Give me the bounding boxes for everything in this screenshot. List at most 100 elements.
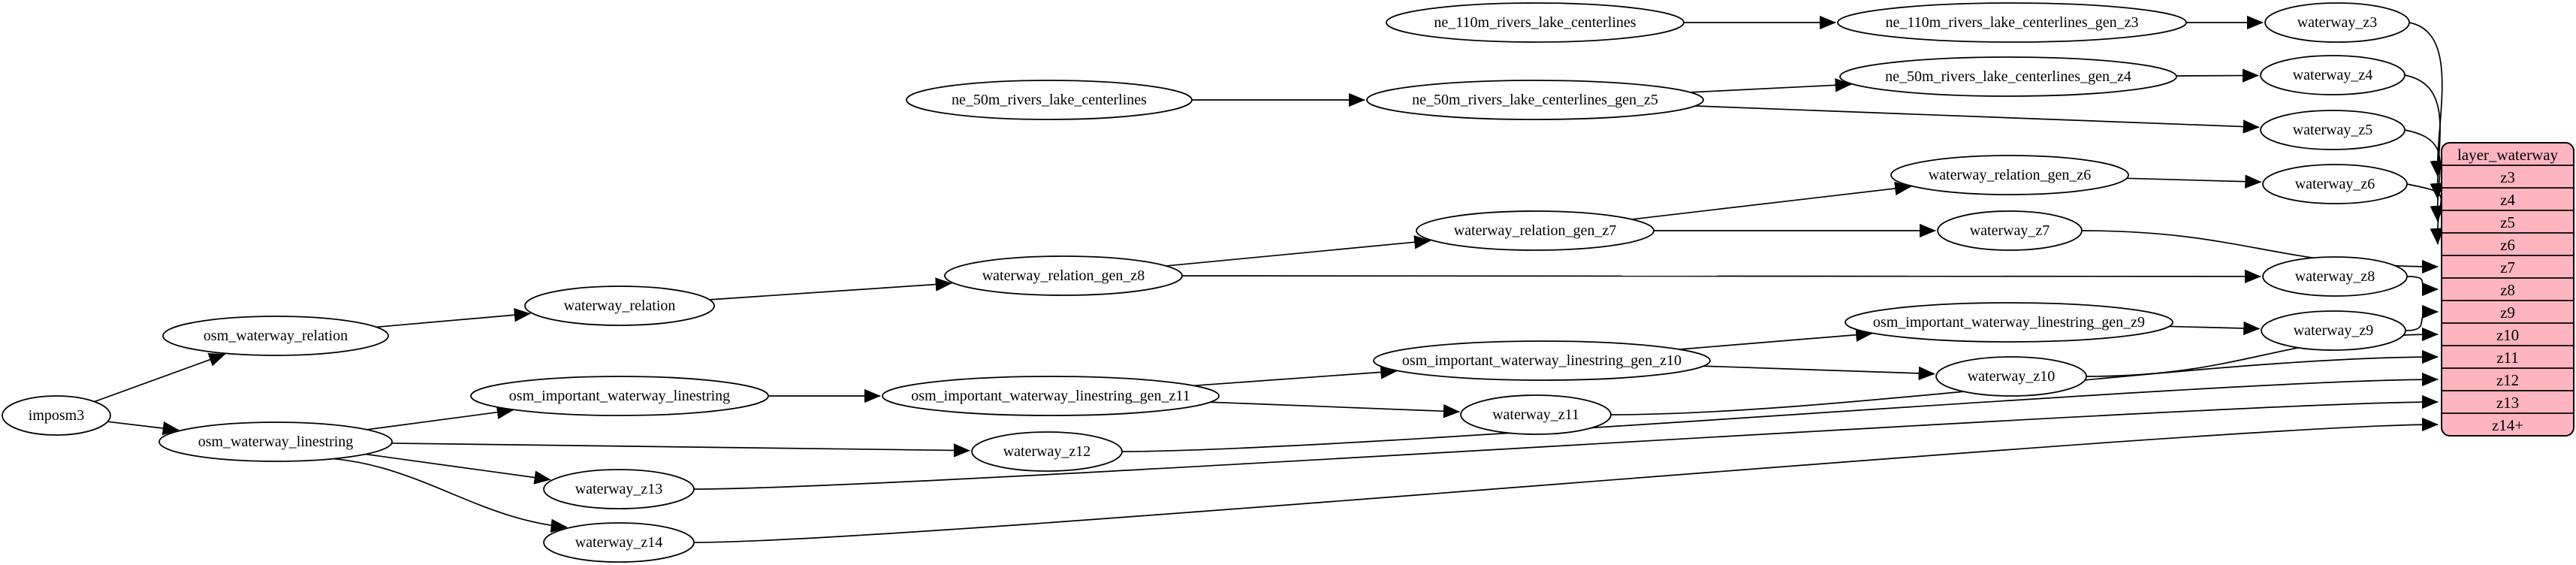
node-ellipse-waterway-z5 — [2260, 110, 2406, 150]
node-waterway-z13: waterway_z13 — [543, 469, 695, 509]
node-label-ne-110m-rivers-lake-centerlines-gen-z3: ne_110m_rivers_lake_centerlines_gen_z3 — [1886, 14, 2139, 31]
table-row-z9: z9 — [2500, 304, 2515, 322]
table-row-z6: z6 — [2500, 236, 2515, 254]
node-ellipse-waterway-z13 — [543, 469, 695, 509]
node-label-ne-50m-rivers-lake-centerlines-gen-z4: ne_50m_rivers_lake_centerlines_gen_z4 — [1885, 68, 2131, 85]
node-label-waterway-z5: waterway_z5 — [2293, 122, 2373, 138]
node-waterway-z7: waterway_z7 — [1937, 210, 2083, 251]
node-label-waterway-relation-gen-z7: waterway_relation_gen_z7 — [1454, 222, 1617, 239]
edge-waterway-z4-to-row-z4 — [2404, 74, 2444, 200]
node-ellipse-osm-important-waterway-linestring-gen-z11 — [882, 376, 1220, 416]
node-ellipse-waterway-z12 — [971, 431, 1123, 472]
nodes-layer: imposm3osm_waterway_relationosm_waterway… — [2, 2, 2410, 563]
node-label-ne-50m-rivers-lake-centerlines: ne_50m_rivers_lake_centerlines — [952, 92, 1147, 108]
edge-waterway-relation-gen-z6-to-waterway-z6 — [2126, 174, 2262, 189]
edge-waterway-relation-gen-z8-to-waterway-relation-gen-z7 — [1166, 235, 1431, 267]
node-waterway-z12: waterway_z12 — [971, 431, 1123, 472]
edge-osm-waterway-linestring-to-waterway-z14 — [333, 458, 568, 533]
edge-waterway-z8-to-row-z8 — [2406, 276, 2439, 297]
node-waterway-relation-gen-z7: waterway_relation_gen_z7 — [1416, 210, 1654, 251]
node-ellipse-ne-50m-rivers-lake-centerlines-gen-z4 — [1839, 56, 2177, 97]
node-label-waterway-z14: waterway_z14 — [575, 534, 663, 551]
edge-osm-important-waterway-linestring-gen-z11-to-waterway-z11 — [1210, 401, 1461, 418]
table-row-z8: z8 — [2500, 281, 2515, 299]
node-ellipse-waterway-z9 — [2261, 310, 2406, 351]
node-ellipse-waterway-z7 — [1937, 210, 2083, 251]
node-ellipse-osm-waterway-linestring — [158, 421, 393, 462]
node-ellipse-ne-50m-rivers-lake-centerlines — [906, 80, 1193, 120]
edge-osm-important-waterway-linestring-gen-z9-to-waterway-z9 — [2169, 321, 2261, 336]
node-osm-important-waterway-linestring-gen-z9: osm_important_waterway_linestring_gen_z9 — [1845, 302, 2173, 343]
table-row-z4: z4 — [2500, 191, 2515, 209]
node-label-waterway-z3: waterway_z3 — [2297, 14, 2378, 31]
node-osm-waterway-relation: osm_waterway_relation — [162, 316, 389, 356]
node-ellipse-waterway-relation-gen-z8 — [944, 255, 1183, 296]
edge-waterway-relation-gen-z7-to-waterway-relation-gen-z6 — [1631, 181, 1912, 220]
node-label-waterway-z7: waterway_z7 — [1970, 222, 2050, 239]
node-waterway-z6: waterway_z6 — [2262, 164, 2408, 204]
table-row-z13: z13 — [2496, 394, 2519, 412]
table-row-z3: z3 — [2500, 168, 2515, 186]
node-ellipse-osm-important-waterway-linestring-gen-z9 — [1845, 302, 2173, 343]
node-osm-waterway-linestring: osm_waterway_linestring — [158, 421, 393, 462]
node-label-waterway-relation: waterway_relation — [564, 298, 676, 314]
node-waterway-z11: waterway_z11 — [1460, 394, 1612, 435]
node-label-osm-waterway-linestring: osm_waterway_linestring — [198, 434, 354, 450]
node-label-waterway-z8: waterway_z8 — [2295, 268, 2375, 285]
node-label-osm-waterway-relation: osm_waterway_relation — [204, 328, 348, 344]
edge-waterway-z13-to-row-z13 — [693, 394, 2439, 490]
edge-ne-50m-rivers-lake-centerlines-gen-z5-to-waterway-z5 — [1695, 105, 2260, 134]
node-ellipse-waterway-z8 — [2262, 256, 2408, 297]
node-ellipse-ne-110m-rivers-lake-centerlines — [1386, 2, 1685, 43]
node-ellipse-waterway-z3 — [2264, 2, 2410, 43]
layer-waterway-table: layer_waterwayz3z4z5z6z7z8z9z10z11z12z13… — [2441, 142, 2574, 437]
edge-osm-waterway-relation-to-waterway-relation — [376, 308, 531, 328]
table-row-z12: z12 — [2496, 371, 2519, 389]
edge-waterway-z14-to-row-z14 — [693, 417, 2439, 543]
node-label-osm-important-waterway-linestring-gen-z9: osm_important_waterway_linestring_gen_z9 — [1873, 314, 2145, 331]
node-waterway-z8: waterway_z8 — [2262, 256, 2408, 297]
edge-osm-important-waterway-linestring-gen-z10-to-osm-important-waterway-linestring-gen-z9 — [1679, 328, 1873, 350]
edge-ne-50m-rivers-lake-centerlines-gen-z4-to-waterway-z4 — [2176, 68, 2259, 83]
node-label-waterway-z12: waterway_z12 — [1003, 443, 1091, 460]
edge-imposm3-to-osm-waterway-relation — [94, 353, 226, 403]
node-ne-50m-rivers-lake-centerlines-gen-z4: ne_50m_rivers_lake_centerlines_gen_z4 — [1839, 56, 2177, 97]
node-label-osm-important-waterway-linestring-gen-z10: osm_important_waterway_linestring_gen_z1… — [1402, 352, 1682, 369]
node-label-waterway-z9: waterway_z9 — [2294, 322, 2374, 339]
edge-waterway-z12-to-row-z12 — [1121, 372, 2439, 452]
edge-imposm3-to-osm-waterway-linestring — [107, 421, 179, 436]
node-waterway-relation-gen-z8: waterway_relation_gen_z8 — [944, 255, 1183, 296]
node-ne-110m-rivers-lake-centerlines: ne_110m_rivers_lake_centerlines — [1386, 2, 1685, 43]
edge-osm-important-waterway-linestring-gen-z11-to-osm-important-waterway-linestring-gen-z10 — [1193, 365, 1398, 387]
node-osm-important-waterway-linestring: osm_important_waterway_linestring — [470, 376, 769, 416]
node-ellipse-waterway-z14 — [543, 522, 695, 563]
node-ellipse-waterway-z10 — [1935, 356, 2087, 397]
node-ne-50m-rivers-lake-centerlines: ne_50m_rivers_lake_centerlines — [906, 80, 1193, 120]
node-waterway-z5: waterway_z5 — [2260, 110, 2406, 150]
node-waterway-z3: waterway_z3 — [2264, 2, 2410, 43]
node-label-waterway-relation-gen-z6: waterway_relation_gen_z6 — [1929, 167, 2092, 183]
edge-ne-50m-rivers-lake-centerlines-gen-z5-to-ne-50m-rivers-lake-centerlines-gen-z4 — [1690, 78, 1852, 93]
edge-waterway-z9-to-row-z9 — [2405, 304, 2439, 331]
node-label-waterway-relation-gen-z8: waterway_relation_gen_z8 — [982, 267, 1145, 284]
node-ne-110m-rivers-lake-centerlines-gen-z3: ne_110m_rivers_lake_centerlines_gen_z3 — [1837, 2, 2187, 43]
edge-waterway-z6-to-row-z6 — [2406, 183, 2444, 245]
table-row-z11: z11 — [2496, 349, 2519, 367]
table-row-z14: z14+ — [2492, 416, 2523, 434]
table-background — [2441, 142, 2574, 437]
node-label-ne-50m-rivers-lake-centerlines-gen-z5: ne_50m_rivers_lake_centerlines_gen_z5 — [1412, 92, 1658, 108]
node-ellipse-osm-important-waterway-linestring — [470, 376, 769, 416]
node-waterway-z10: waterway_z10 — [1935, 356, 2087, 397]
node-ellipse-waterway-z6 — [2262, 164, 2408, 204]
node-waterway-z14: waterway_z14 — [543, 522, 695, 563]
table-row-z5: z5 — [2500, 213, 2515, 231]
node-label-ne-110m-rivers-lake-centerlines: ne_110m_rivers_lake_centerlines — [1434, 14, 1636, 31]
node-label-waterway-z6: waterway_z6 — [2295, 176, 2375, 192]
node-waterway-z4: waterway_z4 — [2260, 55, 2406, 95]
edge-waterway-z7-to-row-z7 — [2081, 230, 2439, 274]
node-ellipse-osm-waterway-relation — [162, 316, 389, 356]
node-ellipse-waterway-relation — [524, 286, 715, 326]
node-waterway-z9: waterway_z9 — [2261, 310, 2406, 351]
